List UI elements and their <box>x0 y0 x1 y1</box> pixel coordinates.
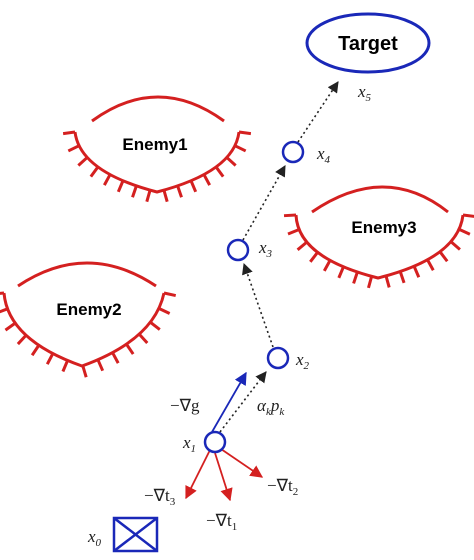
node-x4 <box>281 140 305 164</box>
node-x3 <box>226 238 250 262</box>
path-arrows <box>219 81 339 433</box>
enemy-3-spike <box>458 227 471 236</box>
enemy-1-spike <box>103 173 112 186</box>
target-ellipse <box>305 12 431 74</box>
enemy-1-spike <box>202 173 211 186</box>
label-x5: x5 <box>357 82 372 104</box>
enemy-1-spike <box>77 156 89 167</box>
enemy-1-spike <box>214 166 225 178</box>
enemy-2-spike <box>149 321 161 331</box>
label-x2: x2 <box>295 350 310 372</box>
enemy-3-spike <box>426 259 435 271</box>
enemy-1-spike <box>67 144 80 153</box>
path-arrow-x2-x3 <box>242 262 274 348</box>
label-x0: x0 <box>87 527 102 549</box>
enemy-3-spike <box>309 251 319 263</box>
enemy-3-spike <box>462 213 474 218</box>
enemy-3-spike <box>352 271 359 284</box>
enemy-2-spike <box>81 365 88 378</box>
enemy-3-spike <box>287 228 300 236</box>
enemy-3-spike <box>384 275 391 288</box>
enemy-3-spikes <box>283 213 474 289</box>
label-neg-grad-t1: −∇t1 <box>206 511 237 533</box>
enemy-3-spike <box>283 213 297 218</box>
enemy-1: Enemy1 <box>62 95 252 203</box>
enemy-1-arc-top <box>91 95 225 123</box>
enemy-1-spike <box>234 144 247 153</box>
enemy-2-spike <box>163 291 177 298</box>
enemy-1-spike <box>225 156 237 167</box>
enemy-2-label: Enemy2 <box>56 300 121 319</box>
enemy-2-spike <box>61 359 69 373</box>
enemy-1-spike <box>145 189 152 203</box>
enemy-1-spikes <box>62 130 252 203</box>
enemy-2-spike <box>158 307 171 315</box>
path-arrow-x3-x4 <box>242 165 286 241</box>
enemy-2-arc-top <box>17 261 157 288</box>
neg-grad-g-arrow <box>211 371 247 433</box>
enemy-3-spike <box>449 240 461 251</box>
enemy-2-spike <box>0 307 9 314</box>
node-x1 <box>203 430 227 454</box>
enemy-2-spikes <box>0 291 177 378</box>
enemy-3: Enemy3 <box>283 185 474 289</box>
enemy-2-spike <box>96 359 105 372</box>
neg-grad-t3-arrow <box>185 449 211 500</box>
enemy-3-spike <box>412 265 421 278</box>
enemy-3-spike <box>337 266 345 279</box>
label-x4: x4 <box>316 144 331 166</box>
enemy-3-spike <box>438 250 449 263</box>
enemy-3-spike <box>296 240 308 251</box>
waypoints <box>203 140 305 454</box>
enemy-2-spike <box>138 333 149 345</box>
enemy-2-spike <box>45 352 55 365</box>
enemy-2-spike <box>0 291 5 295</box>
neg-grad-t2-arrow <box>220 448 264 478</box>
label-neg-grad-g: −∇g <box>170 396 200 415</box>
enemy-2-spike <box>125 343 135 355</box>
label-x1: x1 <box>182 433 196 455</box>
enemy-2-spike <box>30 344 41 357</box>
enemy-2-spike <box>4 321 17 332</box>
enemy-3-arc-bottom <box>294 214 465 280</box>
enemy-1-label: Enemy1 <box>122 135 187 154</box>
enemy-1-spike <box>89 166 100 178</box>
target: Target <box>305 12 431 74</box>
enemy-3-label: Enemy3 <box>351 218 416 237</box>
enemy-1-spike <box>162 189 169 203</box>
enemy-1-spike <box>189 180 198 193</box>
neg-grad-t1-arrow <box>214 452 233 502</box>
node-x2 <box>266 346 290 370</box>
enemy-3-spike <box>367 275 374 289</box>
enemy-1-spike <box>116 180 125 193</box>
enemy-2-spike <box>16 334 28 346</box>
enemy-3-spike <box>398 271 406 284</box>
gradient-t-arrows <box>185 448 264 502</box>
enemy-1-spike <box>238 130 252 136</box>
label-x3: x3 <box>258 238 273 260</box>
enemy-1-arc-bottom <box>73 131 241 194</box>
enemy-2: Enemy2 <box>0 261 177 378</box>
start-box-rect <box>112 516 159 553</box>
enemy-3-arc-top <box>311 185 449 214</box>
start-box <box>112 516 159 553</box>
label-neg-grad-t2: −∇t2 <box>267 476 298 498</box>
enemy-3-spike <box>322 259 332 272</box>
target-label: Target <box>338 33 398 55</box>
label-step-alpha-p: αkpk <box>257 396 285 418</box>
label-neg-grad-t3: −∇t3 <box>144 486 176 508</box>
enemy-2-spike <box>111 351 120 364</box>
enemy-1-spike <box>176 185 183 198</box>
path-arrow-x4-x5 <box>297 81 339 143</box>
start-box-cross-b <box>113 517 158 552</box>
enemy-1-spike <box>62 130 76 136</box>
enemy-1-spike <box>131 185 138 198</box>
